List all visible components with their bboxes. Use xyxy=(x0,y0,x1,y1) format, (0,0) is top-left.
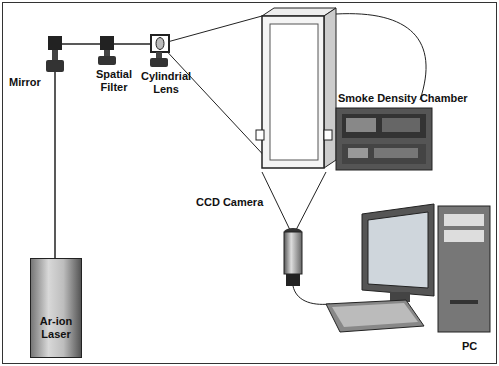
light-sheet xyxy=(160,44,270,162)
component-label: PC xyxy=(462,340,477,353)
cable xyxy=(293,286,330,304)
component-label: CCD Camera xyxy=(196,196,263,209)
laser-beam xyxy=(54,44,56,258)
cylindrical-lens-symbol xyxy=(150,35,169,67)
test-chamber xyxy=(256,8,336,168)
light-sheet xyxy=(160,16,262,44)
component-label: Mirror xyxy=(9,76,41,89)
component-label: Cylindrial Lens xyxy=(138,70,194,95)
component-label: Spatial Filter xyxy=(84,68,144,93)
component-label: Smoke Density Chamber xyxy=(338,92,468,105)
spatial-filter-symbol xyxy=(98,36,116,65)
frame xyxy=(3,3,497,364)
mirror-symbol xyxy=(46,36,64,72)
cable xyxy=(336,14,426,100)
camera-view xyxy=(296,172,326,230)
ccd-camera-symbol xyxy=(284,228,302,286)
pc-symbol xyxy=(326,204,490,332)
laser-unit: Ar-ion Laser xyxy=(30,258,82,358)
smoke-density-unit xyxy=(336,108,432,170)
camera-view xyxy=(262,172,290,230)
node-text: Ar-ion Laser xyxy=(31,315,81,340)
